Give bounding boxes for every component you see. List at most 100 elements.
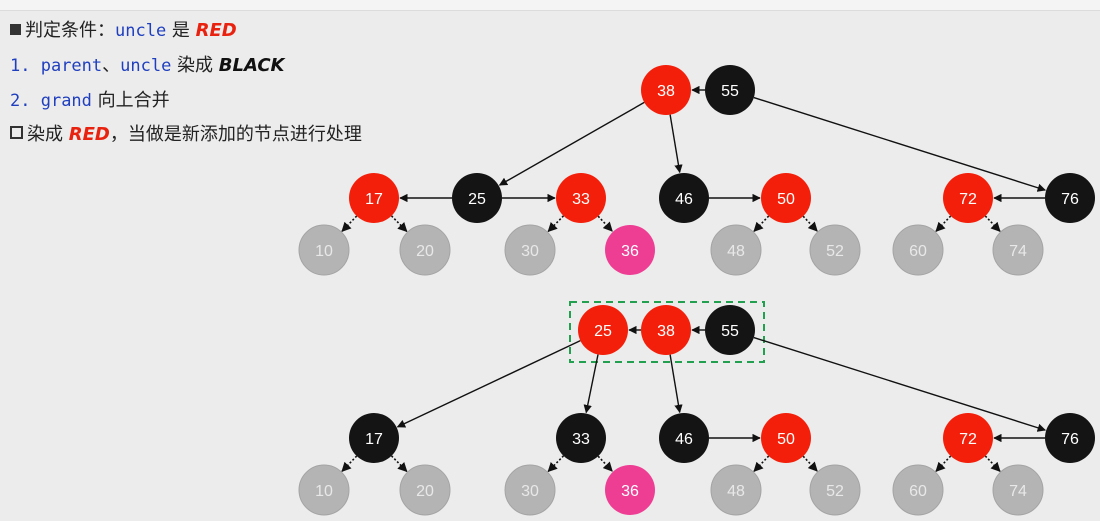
node-t2-74: 74 (992, 464, 1044, 516)
node-label-t2-36: 36 (621, 483, 639, 500)
node-label-t1-30: 30 (521, 243, 539, 260)
node-t2-38: 38 (641, 305, 691, 355)
node-t1-30: 30 (504, 224, 556, 276)
filled-square-bullet-icon (10, 24, 21, 35)
edge-t1-38-to-t1-25 (498, 101, 645, 186)
node-circle-t1-46 (659, 173, 709, 223)
node-circle-t1-52 (809, 224, 861, 276)
node-label-t1-60: 60 (909, 243, 927, 260)
node-circle-t2-50 (761, 413, 811, 463)
node-circle-t2-10 (298, 464, 350, 516)
edge-t2-50-to-t2-52 (802, 455, 818, 472)
node-circle-t1-20 (399, 224, 451, 276)
step-1-line: 1. parent、uncle 染成 BLACK (10, 51, 285, 77)
node-t1-36: 36 (605, 225, 655, 275)
edge-t1-17-to-t1-20 (390, 215, 408, 233)
node-t1-72: 72 (943, 173, 993, 223)
node-t1-33: 33 (556, 173, 606, 223)
node-label-t2-76: 76 (1061, 431, 1079, 448)
node-circle-t2-74 (992, 464, 1044, 516)
node-circle-t1-30 (504, 224, 556, 276)
edge-t1-50-to-t1-52 (802, 215, 818, 232)
recolor-prefix: 染成 (27, 124, 69, 145)
node-label-t2-46: 46 (675, 431, 693, 448)
step-1-code-uncle: uncle (120, 56, 172, 76)
step-1-black: BLACK (218, 55, 285, 76)
node-label-t1-76: 76 (1061, 191, 1079, 208)
node-label-t1-72: 72 (959, 191, 977, 208)
node-circle-t1-72 (943, 173, 993, 223)
node-circle-t2-30 (504, 464, 556, 516)
node-label-t1-25: 25 (468, 191, 486, 208)
node-circle-t2-33 (556, 413, 606, 463)
node-circle-t1-76 (1045, 173, 1095, 223)
node-label-t2-17: 17 (365, 431, 383, 448)
step-1-mid: 染成 (171, 55, 219, 76)
node-label-t2-74: 74 (1009, 483, 1027, 500)
node-t1-60: 60 (892, 224, 944, 276)
node-circle-t2-60 (892, 464, 944, 516)
node-label-t2-50: 50 (777, 431, 795, 448)
node-label-t1-48: 48 (727, 243, 745, 260)
node-t2-52: 52 (809, 464, 861, 516)
node-t2-50: 50 (761, 413, 811, 463)
node-t2-36: 36 (605, 465, 655, 515)
node-t1-55: 55 (705, 65, 755, 115)
node-label-t2-33: 33 (572, 431, 590, 448)
node-circle-t2-48 (710, 464, 762, 516)
node-t2-25: 25 (578, 305, 628, 355)
node-circle-t2-17 (349, 413, 399, 463)
node-t2-17: 17 (349, 413, 399, 463)
node-t1-38: 38 (641, 65, 691, 115)
edge-t2-38-to-t2-46 (669, 354, 683, 414)
node-label-t2-10: 10 (315, 483, 333, 500)
node-label-t2-20: 20 (416, 483, 434, 500)
edge-t2-33-to-t2-36 (597, 455, 613, 472)
node-circle-t1-60 (892, 224, 944, 276)
node-label-t1-36: 36 (621, 243, 639, 260)
node-label-t1-10: 10 (315, 243, 333, 260)
recolor-suffix: ，当做是新添加的节点进行处理 (109, 124, 362, 145)
node-t2-55: 55 (705, 305, 755, 355)
node-label-t1-17: 17 (365, 191, 383, 208)
node-label-t1-33: 33 (572, 191, 590, 208)
node-circle-t2-20 (399, 464, 451, 516)
node-label-t2-30: 30 (521, 483, 539, 500)
edge-t2-72-to-t2-74 (984, 455, 1001, 472)
node-circle-t2-46 (659, 413, 709, 463)
node-label-t2-55: 55 (721, 323, 739, 340)
node-label-t2-25: 25 (594, 323, 612, 340)
node-t1-20: 20 (399, 224, 451, 276)
node-circle-t2-25 (578, 305, 628, 355)
node-t1-48: 48 (710, 224, 762, 276)
node-t2-72: 72 (943, 413, 993, 463)
top-bar (0, 0, 1100, 11)
node-label-t2-60: 60 (909, 483, 927, 500)
edge-t1-17-to-t1-10 (341, 215, 358, 232)
node-t1-74: 74 (992, 224, 1044, 276)
condition-line: 判定条件：uncle 是 RED (10, 16, 237, 42)
node-label-t1-20: 20 (416, 243, 434, 260)
node-circle-t1-50 (761, 173, 811, 223)
node-label-t2-52: 52 (826, 483, 844, 500)
node-t2-46: 46 (659, 413, 709, 463)
edge-t2-33-to-t2-30 (547, 455, 565, 473)
node-circle-t1-17 (349, 173, 399, 223)
step-2-number: 2. (10, 91, 41, 111)
condition-red: RED (195, 20, 237, 41)
node-label-t1-55: 55 (721, 83, 739, 100)
edge-t2-25-to-t2-17 (396, 340, 581, 428)
edge-t2-72-to-t2-60 (935, 455, 952, 472)
edge-t2-17-to-t2-20 (390, 455, 408, 473)
node-label-t1-74: 74 (1009, 243, 1027, 260)
condition-mid: 是 (166, 20, 196, 41)
step-1-code-parent: parent (40, 56, 103, 76)
node-t2-76: 76 (1045, 413, 1095, 463)
node-t1-50: 50 (761, 173, 811, 223)
node-circle-t2-72 (943, 413, 993, 463)
node-circle-t1-33 (556, 173, 606, 223)
edge-t1-72-to-t1-74 (984, 215, 1001, 232)
node-circle-t2-55 (705, 305, 755, 355)
node-t2-48: 48 (710, 464, 762, 516)
